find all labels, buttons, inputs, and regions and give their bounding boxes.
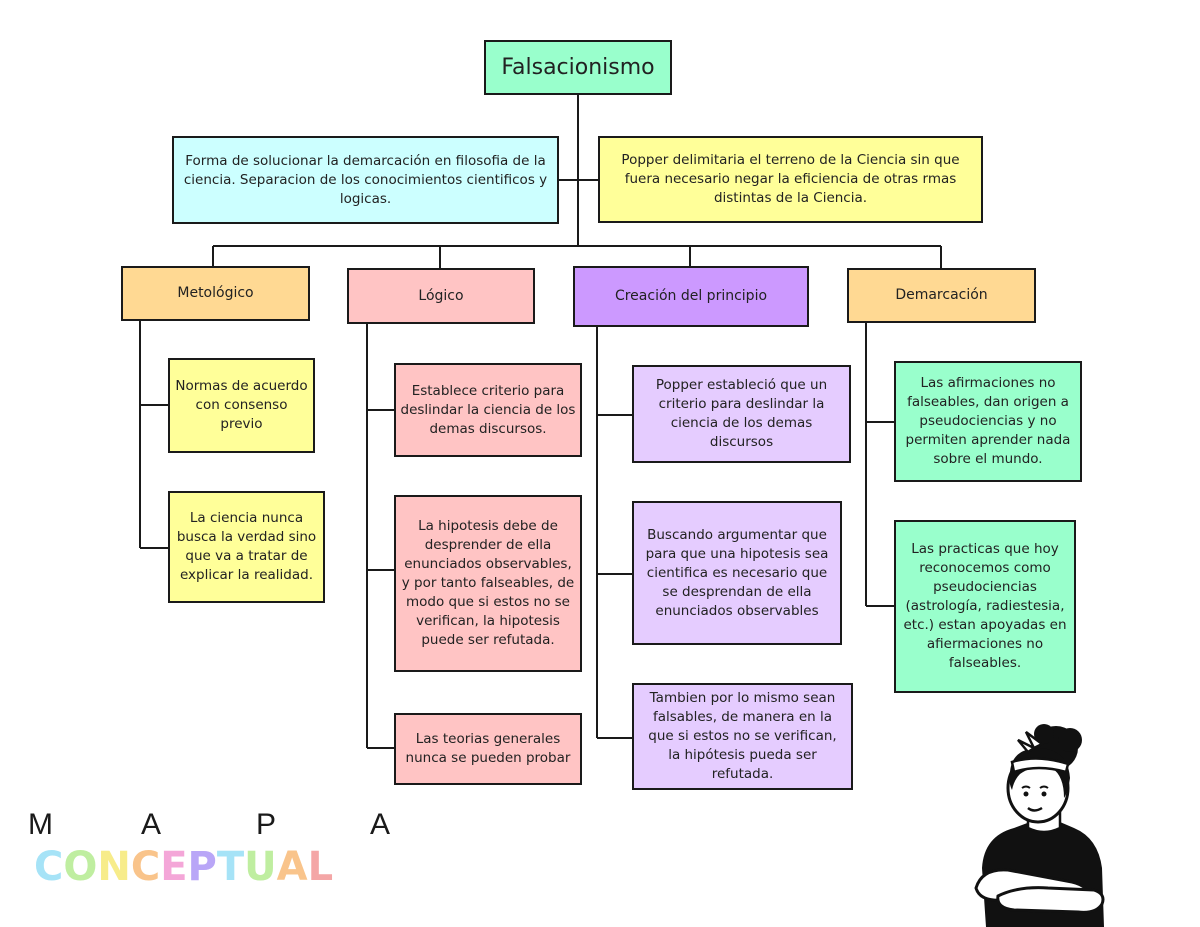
mapa-letter: P <box>256 808 277 841</box>
conceptual-letter: T <box>216 844 245 890</box>
conceptual-letter: P <box>187 844 217 890</box>
branch-label: Lógico <box>418 287 464 304</box>
demarcacion-item: Las afirmaciones no falseables, dan orig… <box>894 361 1082 482</box>
definition-box: Forma de solucionar la demarcación en fi… <box>172 136 559 224</box>
conceptual-letter: N <box>97 844 131 890</box>
creacion-item: Tambien por lo mismo sean falsables, de … <box>632 683 853 790</box>
definition-text: Forma de solucionar la demarcación en fi… <box>183 152 548 207</box>
creacion-item: Buscando argumentar que para que una hip… <box>632 501 842 645</box>
branch-creacion: Creación del principio <box>573 266 809 327</box>
logico-item: Las teorias generales nunca se pueden pr… <box>394 713 582 785</box>
branch-metologico: Metológico <box>121 266 310 321</box>
mapa-letter: A <box>370 808 391 841</box>
conceptual-letter: E <box>160 844 188 890</box>
branch-label: Metológico <box>177 285 254 301</box>
title-box: Falsacionismo <box>484 40 672 95</box>
creacion-item: Popper estableció que un criterio para d… <box>632 365 851 463</box>
conceptual-heading: CONCEPTUAL <box>34 844 333 890</box>
conceptual-letter: U <box>244 844 277 890</box>
page-title: Falsacionismo <box>501 55 655 80</box>
demarcacion-item: Las practicas que hoy reconocemos como p… <box>894 520 1076 693</box>
conceptual-letter: L <box>307 844 334 890</box>
girl-illustration-icon <box>974 724 1105 927</box>
popper-note-text: Popper delimitaria el terreno de la Cien… <box>621 152 960 206</box>
conceptual-letter: O <box>63 844 98 890</box>
logico-item: Establece criterio para deslindar la cie… <box>394 363 582 457</box>
logico-item: La hipotesis debe de desprender de ella … <box>394 495 582 672</box>
metologico-item: La ciencia nunca busca la verdad sino qu… <box>168 491 325 603</box>
branch-demarcacion: Demarcación <box>847 268 1036 323</box>
branch-label: Creación del principio <box>614 288 768 304</box>
popper-note-box: Popper delimitaria el terreno de la Cien… <box>598 136 983 223</box>
mapa-letter: A <box>141 808 162 841</box>
conceptual-letter: A <box>276 844 308 890</box>
metologico-item: Normas de acuerdo con consenso previo <box>168 358 315 453</box>
conceptual-letter: C <box>34 844 64 890</box>
branch-label: Demarcación <box>895 287 988 303</box>
branch-logico: Lógico <box>347 268 535 324</box>
mapa-letter: M <box>28 808 53 841</box>
conceptual-letter: C <box>130 844 161 890</box>
